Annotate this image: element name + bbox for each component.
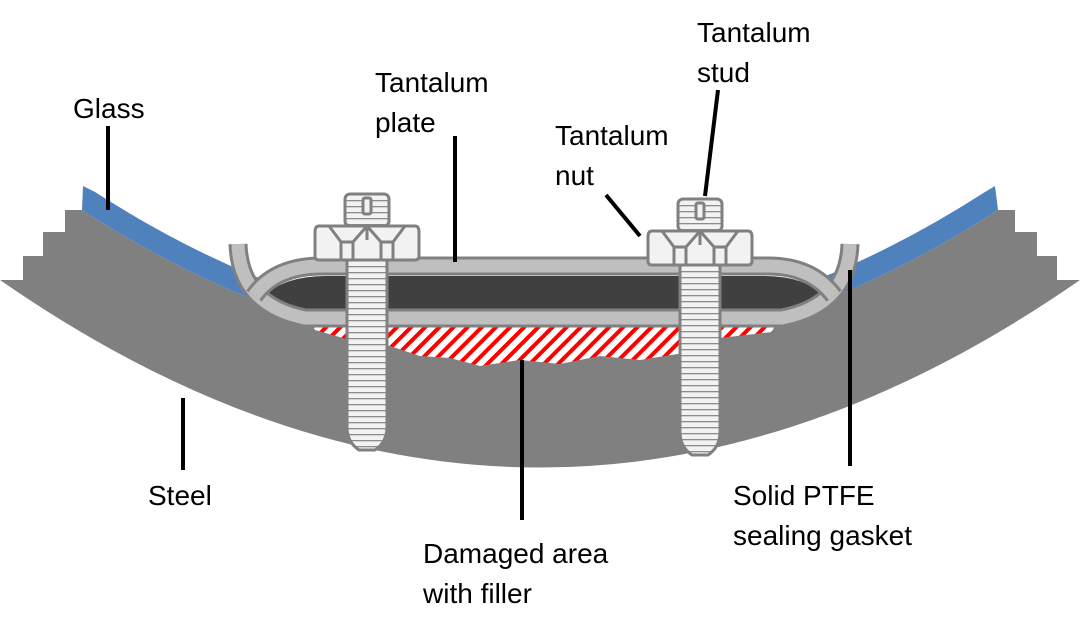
damaged-area-filler (308, 318, 778, 366)
stud-leader-line (703, 89, 720, 197)
label-nut-line1: Tantalum (555, 120, 669, 151)
label-glass: Glass (73, 93, 145, 124)
label-stud-line1: Tantalum (697, 17, 811, 48)
label-plate-line2: plate (375, 107, 436, 138)
label-gasket-line1: Solid PTFE (733, 480, 875, 511)
tantalum-plate (228, 243, 860, 328)
nut-leader-line (604, 193, 642, 238)
label-nut-line2: nut (555, 160, 594, 191)
label-plate-line1: Tantalum (375, 67, 489, 98)
label-steel: Steel (148, 480, 212, 511)
label-gasket-line2: sealing gasket (733, 520, 912, 551)
label-damaged-line1: Damaged area (423, 538, 609, 569)
label-damaged-line2: with filler (422, 578, 532, 609)
steel-vessel-wall (0, 210, 1080, 468)
label-stud-line2: stud (697, 57, 750, 88)
